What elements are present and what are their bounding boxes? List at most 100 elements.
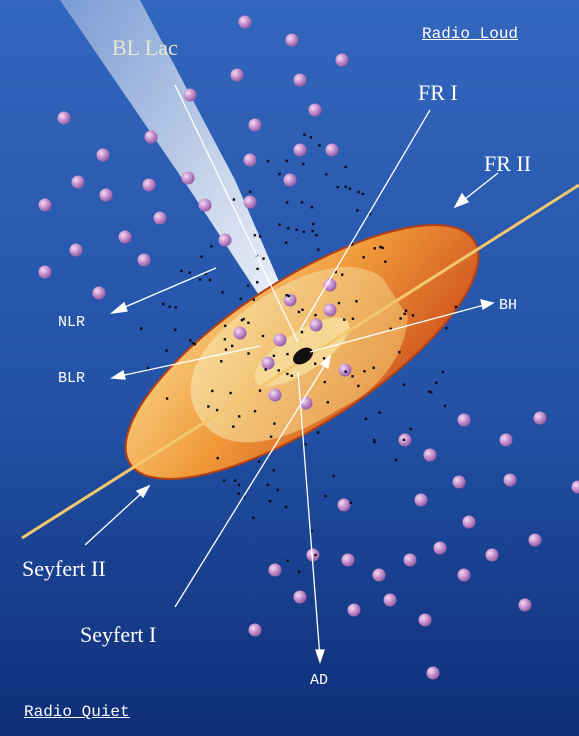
gas-dot <box>247 322 249 324</box>
gas-dot <box>287 560 289 562</box>
gas-dot <box>259 235 261 237</box>
gas-dot <box>298 570 300 572</box>
gas-dot <box>363 370 365 372</box>
gas-dot <box>162 303 164 305</box>
gas-dot <box>455 306 457 308</box>
gas-dot <box>435 381 437 383</box>
gas-dot <box>233 198 235 200</box>
gas-dot <box>445 327 447 329</box>
gas-dot <box>273 469 275 471</box>
gas-dot <box>356 209 358 211</box>
cloud-sphere <box>384 594 397 607</box>
gas-dot <box>285 241 287 243</box>
cloud-sphere <box>336 54 349 67</box>
gas-dot <box>365 418 367 420</box>
gas-dot <box>373 439 375 441</box>
gas-dot <box>267 484 269 486</box>
gas-dot <box>232 425 234 427</box>
gas-dot <box>372 367 374 369</box>
gas-dot <box>254 410 256 412</box>
label-seyfert1: Seyfert I <box>80 624 156 646</box>
gas-dot <box>256 281 258 283</box>
cloud-sphere <box>145 131 158 144</box>
gas-dot <box>311 230 313 232</box>
gas-dot <box>318 144 320 146</box>
gas-dot <box>324 381 326 383</box>
cloud-sphere <box>244 154 257 167</box>
gas-dot <box>357 385 359 387</box>
gas-dot <box>312 223 314 225</box>
gas-dot <box>278 369 280 371</box>
cloud-sphere <box>294 74 307 87</box>
cloud-sphere <box>519 599 532 612</box>
cloud-sphere <box>294 144 307 157</box>
gas-dot <box>381 247 383 249</box>
gas-dot <box>259 389 261 391</box>
gas-dot <box>247 284 249 286</box>
gas-dot <box>285 294 287 296</box>
gas-dot <box>286 160 288 162</box>
gas-dot <box>344 186 346 188</box>
gas-dot <box>238 415 240 417</box>
gas-dot <box>252 517 254 519</box>
label-seyfert2: Seyfert II <box>22 558 106 580</box>
gas-dot <box>317 248 319 250</box>
cloud-sphere <box>500 434 513 447</box>
cloud-sphere <box>231 69 244 82</box>
gas-dot <box>310 136 312 138</box>
label-ad: AD <box>310 673 328 688</box>
gas-dot <box>273 422 275 424</box>
gas-dot <box>379 246 381 248</box>
cloud-sphere <box>119 231 132 244</box>
cloud-sphere <box>269 564 282 577</box>
cloud-sphere <box>309 104 322 117</box>
gas-dot <box>286 201 288 203</box>
gas-dot <box>194 343 196 345</box>
cloud-sphere <box>239 16 252 29</box>
gas-dot <box>301 309 303 311</box>
gas-dot <box>174 329 176 331</box>
gas-dot <box>352 318 354 320</box>
cloud-sphere <box>338 499 351 512</box>
gas-dot <box>254 234 256 236</box>
gas-dot <box>168 306 170 308</box>
cloud-sphere <box>143 179 156 192</box>
cloud-sphere <box>458 569 471 582</box>
gas-dot <box>234 479 236 481</box>
label-fr1: FR I <box>418 82 458 104</box>
gas-dot <box>225 348 227 350</box>
gas-dot <box>412 314 414 316</box>
gas-dot <box>314 554 316 556</box>
gas-dot <box>256 268 258 270</box>
cloud-sphere <box>463 516 476 529</box>
gas-dot <box>180 270 182 272</box>
gas-dot <box>302 163 304 165</box>
cloud-sphere <box>294 591 307 604</box>
gas-dot <box>165 349 167 351</box>
cloud-sphere <box>415 494 428 507</box>
gas-dot <box>231 345 233 347</box>
gas-dot <box>403 313 405 315</box>
cloud-sphere <box>529 534 542 547</box>
gas-dot <box>264 368 266 370</box>
gas-dot <box>351 375 353 377</box>
gas-dot <box>298 311 300 313</box>
gas-dot <box>374 247 376 249</box>
gas-dot <box>405 310 407 312</box>
cloud-sphere <box>284 174 297 187</box>
gas-dot <box>278 223 280 225</box>
cloud-sphere <box>419 614 432 627</box>
cloud-sphere <box>199 199 212 212</box>
cloud-sphere <box>458 414 471 427</box>
gas-dot <box>276 489 278 491</box>
gas-dot <box>344 370 346 372</box>
cloud-sphere <box>404 554 417 567</box>
gas-dot <box>229 392 231 394</box>
cloud-sphere <box>262 357 275 370</box>
gas-dot <box>253 299 255 301</box>
gas-dot <box>323 357 325 359</box>
gas-dot <box>239 298 241 300</box>
cloud-sphere <box>70 244 83 257</box>
gas-dot <box>286 373 288 375</box>
cloud-sphere <box>93 287 106 300</box>
